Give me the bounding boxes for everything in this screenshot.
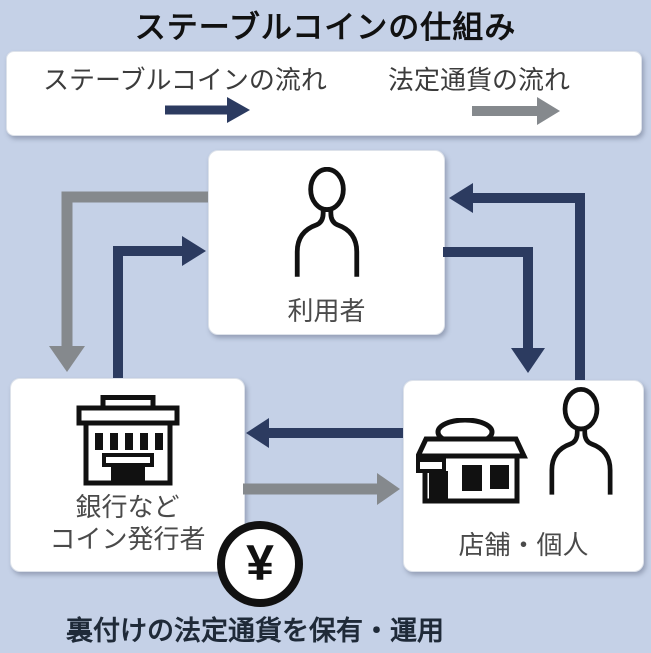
legend-fiat-label: 法定通貨の流れ xyxy=(388,65,571,95)
bank-icon xyxy=(76,395,179,486)
diagram-caption: 裏付けの法定通貨を保有・運用 xyxy=(66,616,444,646)
issuer-label-line2: コイン発行者 xyxy=(49,524,206,554)
diagram-title: ステーブルコインの仕組み xyxy=(134,10,517,45)
issuer-node: 銀行など コイン発行者 xyxy=(10,378,245,572)
arrow-shop-to-user xyxy=(449,183,585,380)
yen-icon: ¥ xyxy=(246,535,274,591)
user-label: 利用者 xyxy=(287,296,366,326)
storefront-icon xyxy=(416,418,528,504)
yen-coin-badge: ¥ xyxy=(217,521,303,607)
user-node: 利用者 xyxy=(208,150,445,335)
arrow-user-to-issuer xyxy=(49,191,208,372)
arrow-shop-to-issuer xyxy=(246,418,403,448)
shop-node: 店舗・個人 xyxy=(403,380,644,572)
issuer-label-line1: 銀行など xyxy=(75,492,180,522)
shop-label: 店舗・個人 xyxy=(458,530,589,560)
shop-person-icon xyxy=(549,387,613,495)
arrow-user-to-shop xyxy=(443,247,545,373)
legend-panel: ステーブルコインの流れ 法定通貨の流れ xyxy=(6,51,642,136)
arrow-issuer-to-shop xyxy=(243,473,400,505)
arrow-issuer-to-user xyxy=(113,236,206,378)
legend-stablecoin-label: ステーブルコインの流れ xyxy=(43,65,327,95)
person-icon xyxy=(294,167,359,277)
